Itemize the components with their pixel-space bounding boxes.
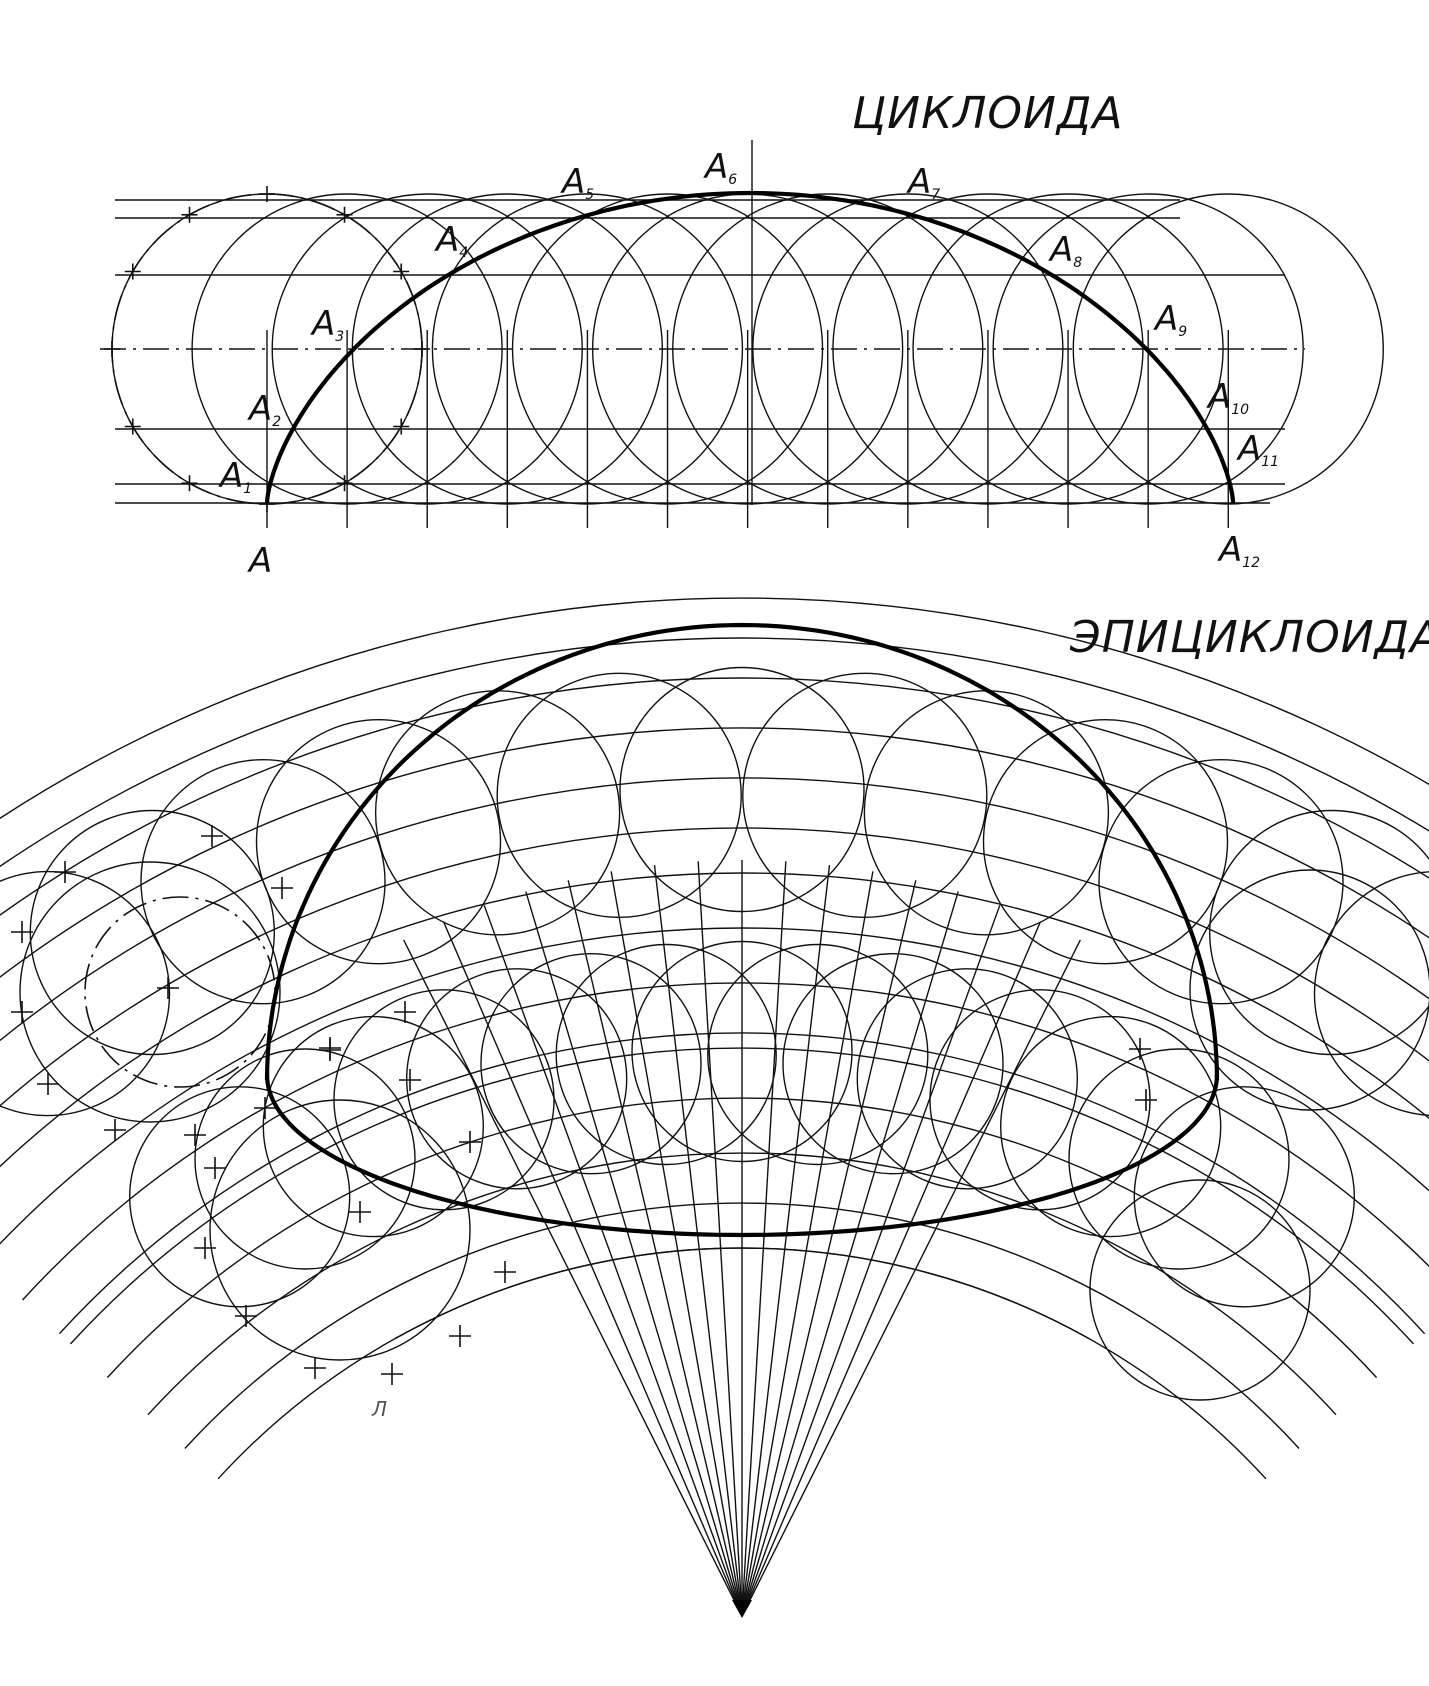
radial-line bbox=[741, 861, 787, 1617]
rolling-circle bbox=[1098, 759, 1344, 1005]
rolling-circle bbox=[271, 193, 583, 505]
radial-line bbox=[442, 921, 743, 1617]
rolling-circle bbox=[707, 943, 929, 1166]
stray-mark: Л bbox=[371, 1397, 387, 1421]
epicycloid-tick-marks bbox=[11, 825, 1157, 1385]
rolling-circle bbox=[1209, 809, 1429, 1056]
radial-line bbox=[653, 864, 743, 1617]
rolling-circle bbox=[752, 193, 1064, 505]
guide-arc bbox=[0, 827, 1429, 1107]
epicycloid-construction: ЭПИЦИКЛОИДА Л bbox=[0, 597, 1429, 1618]
rolling-circle bbox=[1133, 1086, 1356, 1308]
guide-arc bbox=[21, 982, 1429, 1301]
rolling-circle bbox=[1313, 871, 1429, 1117]
rolling-circle bbox=[209, 1099, 471, 1361]
ray-origin-point bbox=[732, 1600, 752, 1618]
guide-arc bbox=[0, 637, 1429, 868]
epicycloid-curve-outer bbox=[264, 622, 1220, 1081]
radial-line bbox=[610, 871, 743, 1617]
rolling-circle bbox=[1089, 1179, 1311, 1401]
point-label-a9: A9 bbox=[1153, 299, 1187, 340]
guide-arc bbox=[0, 777, 1429, 1042]
radial-line bbox=[741, 891, 959, 1617]
rolling-circle bbox=[128, 1086, 351, 1308]
point-label-a: A bbox=[247, 541, 272, 581]
cycloid-point-labels: A A1 A2 A3 A4 A5 A6 A7 A8 A9 A10 A11 A12 bbox=[218, 147, 1279, 581]
guide-arc bbox=[0, 677, 1429, 916]
cycloid-tick-marks bbox=[104, 186, 430, 512]
radial-line bbox=[483, 905, 743, 1617]
point-label-a3: A3 bbox=[310, 304, 344, 345]
guide-arc bbox=[0, 597, 1429, 820]
rolling-circle bbox=[140, 759, 386, 1005]
rolling-circle bbox=[742, 672, 988, 918]
rolling-circle bbox=[999, 1015, 1222, 1238]
point-label-a8: A8 bbox=[1048, 230, 1082, 271]
rolling-circle bbox=[431, 193, 744, 505]
radial-line bbox=[525, 891, 743, 1617]
rolling-circle bbox=[511, 193, 824, 505]
epicycloid-curve-inner bbox=[264, 1074, 1220, 1238]
rolling-circle bbox=[856, 968, 1078, 1190]
rolling-circle bbox=[929, 989, 1151, 1211]
point-label-a4: A4 bbox=[434, 220, 468, 261]
point-label-a1: A1 bbox=[218, 456, 252, 497]
point-label-a12: A12 bbox=[1217, 530, 1260, 571]
point-label-a5: A5 bbox=[560, 162, 594, 203]
rolling-circle bbox=[555, 943, 777, 1166]
radial-line bbox=[741, 864, 831, 1617]
rolling-circle bbox=[782, 952, 1004, 1175]
rolling-circle bbox=[992, 193, 1304, 505]
cycloid-curve bbox=[264, 190, 1236, 503]
point-label-a2: A2 bbox=[247, 389, 281, 430]
radial-line bbox=[741, 921, 1042, 1617]
rolling-circle bbox=[19, 861, 281, 1123]
point-label-a6: A6 bbox=[703, 147, 737, 188]
rolling-circle bbox=[496, 672, 742, 918]
rolling-circle bbox=[982, 719, 1229, 965]
rolling-circle bbox=[912, 193, 1224, 505]
rolling-circle bbox=[262, 1015, 484, 1238]
epicycloid-radial-lines bbox=[403, 860, 1081, 1617]
epicycloid-inner-rolling-circles bbox=[128, 940, 1356, 1401]
epicycloid-title: ЭПИЦИКЛОИДА bbox=[1069, 612, 1429, 663]
rolling-circle bbox=[480, 952, 702, 1175]
rolling-circle bbox=[194, 1048, 416, 1270]
cycloid-division-lines bbox=[266, 330, 1229, 528]
rolling-circle bbox=[255, 719, 502, 965]
rolling-circle bbox=[631, 940, 853, 1163]
fixed-base-arc bbox=[395, 1247, 1089, 1340]
guide-arc bbox=[0, 727, 1429, 978]
rolling-circle bbox=[406, 968, 628, 1190]
point-label-a7: A7 bbox=[906, 162, 940, 203]
cycloid-title: ЦИКЛОИДА bbox=[852, 88, 1123, 139]
cycloid-guide-lines bbox=[100, 140, 1305, 505]
rolling-circle bbox=[672, 193, 984, 505]
cycloid-construction: ЦИКЛОИДА A A1 A2 A3 A4 A5 A6 A7 A8 A9 A1… bbox=[100, 88, 1384, 581]
rolling-circle bbox=[333, 989, 555, 1211]
rolling-circle bbox=[1068, 1048, 1290, 1270]
radial-line bbox=[697, 861, 743, 1617]
rolling-circle bbox=[1189, 869, 1429, 1111]
rolling-circle bbox=[1072, 193, 1384, 505]
radial-line bbox=[741, 905, 1001, 1617]
point-label-a10: A10 bbox=[1206, 377, 1249, 418]
point-label-a11: A11 bbox=[1236, 429, 1279, 470]
radial-line bbox=[741, 939, 1081, 1617]
radial-line bbox=[403, 939, 743, 1617]
rolling-circle bbox=[0, 870, 171, 1117]
rolling-circle bbox=[191, 193, 503, 505]
radial-line bbox=[741, 871, 874, 1617]
rolling-circle bbox=[619, 666, 865, 913]
rolling-circle bbox=[832, 193, 1144, 505]
